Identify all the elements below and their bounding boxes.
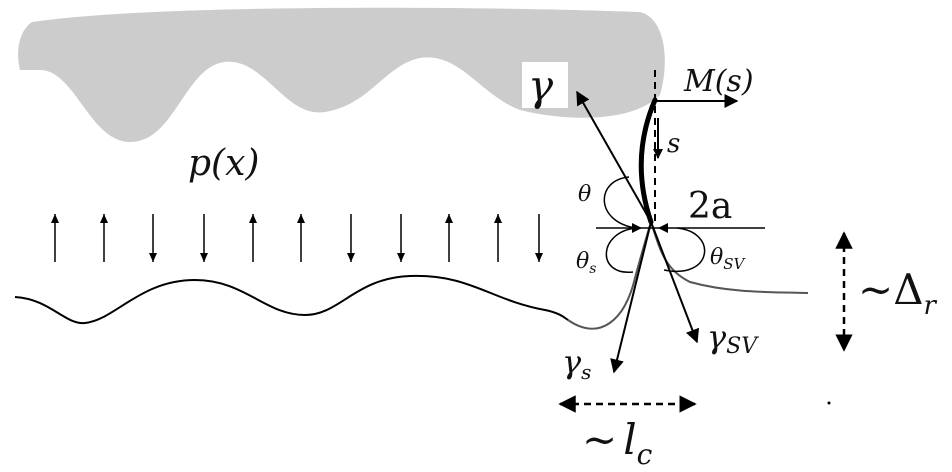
pressure-arrowhead — [100, 214, 108, 223]
moment-label: M(s) — [683, 64, 754, 99]
gamma-s-vector — [610, 221, 652, 374]
bent-beam — [638, 97, 658, 225]
theta-sv-arc-tip — [658, 223, 668, 233]
arc-label: s — [667, 129, 680, 159]
pressure-arrowhead — [494, 214, 502, 223]
gamma-label-box — [522, 62, 568, 108]
gamma-sv-vector — [650, 221, 700, 344]
theta-s-arc — [605, 227, 637, 273]
theta-label: θ — [578, 182, 591, 207]
theta-sv-arc — [663, 227, 706, 273]
pressure-arrowhead — [535, 253, 543, 262]
pressure-arrowhead — [51, 214, 59, 223]
width-label: 2a — [688, 186, 732, 227]
theta-s-label: θs — [576, 249, 596, 277]
gamma-vector — [576, 90, 652, 223]
pressure-arrowhead — [297, 214, 305, 223]
upper-rough-body — [18, 7, 665, 143]
pressure-arrowhead — [200, 253, 208, 262]
delta-label: ~Δr — [858, 265, 938, 321]
meniscus-right — [650, 221, 809, 294]
theta-arc-tip — [632, 223, 642, 233]
theta-sv-label: θSV — [710, 245, 747, 273]
pressure-label: p(x) — [188, 143, 259, 184]
pressure-arrowhead — [445, 214, 453, 223]
pressure-arrowhead — [149, 253, 157, 262]
pressure-arrowhead — [397, 253, 405, 262]
substrate-profile — [14, 274, 569, 325]
gamma-label: γ — [528, 61, 554, 110]
gamma-s-label: γs — [562, 343, 591, 384]
pressure-arrowhead — [347, 253, 355, 262]
gamma-sv-label: γSV — [707, 318, 759, 359]
theta-arc — [603, 176, 637, 229]
stray-dot — [827, 401, 831, 405]
lc-label: ~lc — [582, 415, 653, 471]
pressure-arrows — [51, 214, 543, 262]
pressure-arrowhead — [249, 214, 257, 223]
